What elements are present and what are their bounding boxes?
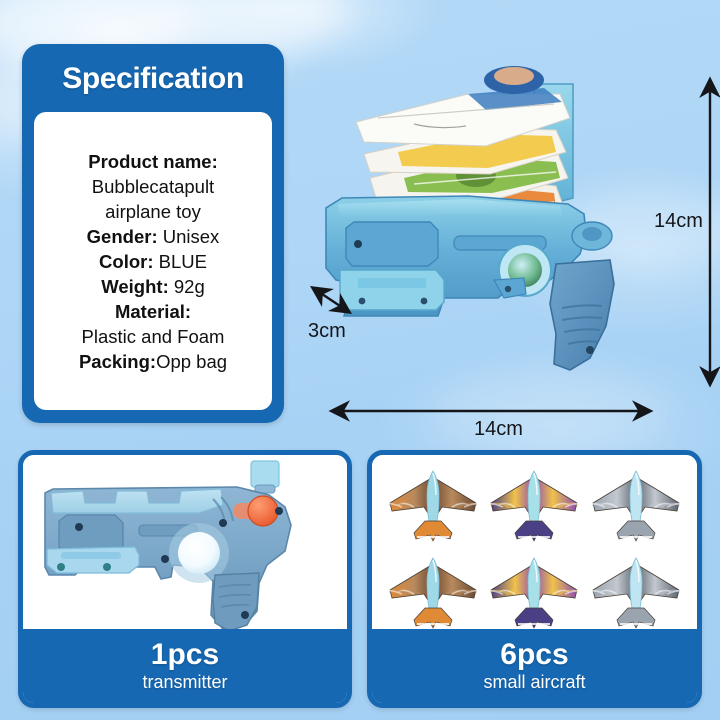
body-panel (345, 221, 439, 267)
height-dimension-label: 14cm (654, 210, 703, 232)
plane-item (582, 463, 690, 547)
grip-screw (586, 346, 594, 354)
panel-transmitter: 1pcs transmitter (18, 450, 352, 708)
aircraft-label: small aircraft (483, 672, 586, 692)
body-screw (75, 523, 83, 531)
body-screw (219, 519, 227, 527)
window-lens (178, 532, 220, 574)
spec-row: airplane toy (105, 200, 201, 222)
shoe-screw (57, 563, 65, 571)
specification-list: Product name: Bubblecatapult airplane to… (34, 112, 272, 410)
spec-row: Material: (114, 300, 192, 322)
fuselage (629, 556, 643, 608)
aircraft-quantity: 6pcs (500, 638, 569, 671)
aircraft-image (372, 455, 697, 639)
transmitter-quantity: 1pcs (150, 638, 220, 671)
gray-silver-plane (582, 556, 690, 629)
gun-grip (549, 259, 615, 371)
plane-item (481, 550, 588, 634)
depth-dimension-arrow (310, 286, 352, 314)
top-rail (50, 488, 224, 514)
body-screw (275, 507, 283, 515)
spec-row: Bubblecatapult (91, 175, 215, 197)
spec-row: Packing:Opp bag (78, 350, 228, 372)
width-dimension-label: 14cm (474, 418, 523, 440)
fuselage (426, 469, 440, 521)
plane-item (379, 550, 487, 634)
fuselage (629, 469, 643, 521)
spec-row: Color: BLUE (99, 250, 207, 272)
body-screw (161, 555, 169, 563)
body-screw (354, 240, 362, 248)
spec-row: Plastic and Foam (81, 325, 225, 347)
grip (212, 572, 260, 632)
hero-product-image (318, 58, 658, 388)
fuselage (528, 469, 541, 521)
page-title: Specification (62, 62, 244, 95)
specification-card: Specification Product name: Bubblecatapu… (22, 44, 284, 423)
fuselage (528, 556, 541, 608)
spec-row: Gender: Unisex (86, 225, 220, 247)
fuselage (426, 556, 440, 608)
gun-top-rail (338, 199, 564, 218)
grip-screw (241, 611, 249, 619)
plane-item (379, 463, 487, 547)
spec-row: Product name: (88, 150, 218, 172)
panel-small-aircraft: 6pcs small aircraft (367, 450, 702, 708)
depth-dimension-label: 3cm (308, 320, 346, 342)
gray-silver-plane (582, 469, 690, 542)
orange-trigger-knob (247, 495, 279, 527)
plane-item (481, 463, 588, 547)
transmitter-illustration (44, 460, 292, 632)
brown-striped-plane (379, 469, 487, 542)
purple-yellow-plane (481, 469, 588, 542)
catapult-gun-illustration (325, 66, 615, 371)
aircraft-grid (379, 461, 690, 635)
purple-yellow-plane (481, 556, 588, 629)
brown-striped-plane (379, 556, 487, 629)
shoe-screw (103, 563, 111, 571)
spec-row: Weight: 92g (101, 275, 205, 297)
transmitter-label: transmitter (142, 672, 228, 692)
antenna-tab (250, 460, 280, 488)
plane-item (582, 550, 690, 634)
transmitter-caption: 1pcs transmitter (23, 629, 347, 703)
transmitter-image (23, 455, 347, 639)
aircraft-caption: 6pcs small aircraft (372, 629, 697, 703)
